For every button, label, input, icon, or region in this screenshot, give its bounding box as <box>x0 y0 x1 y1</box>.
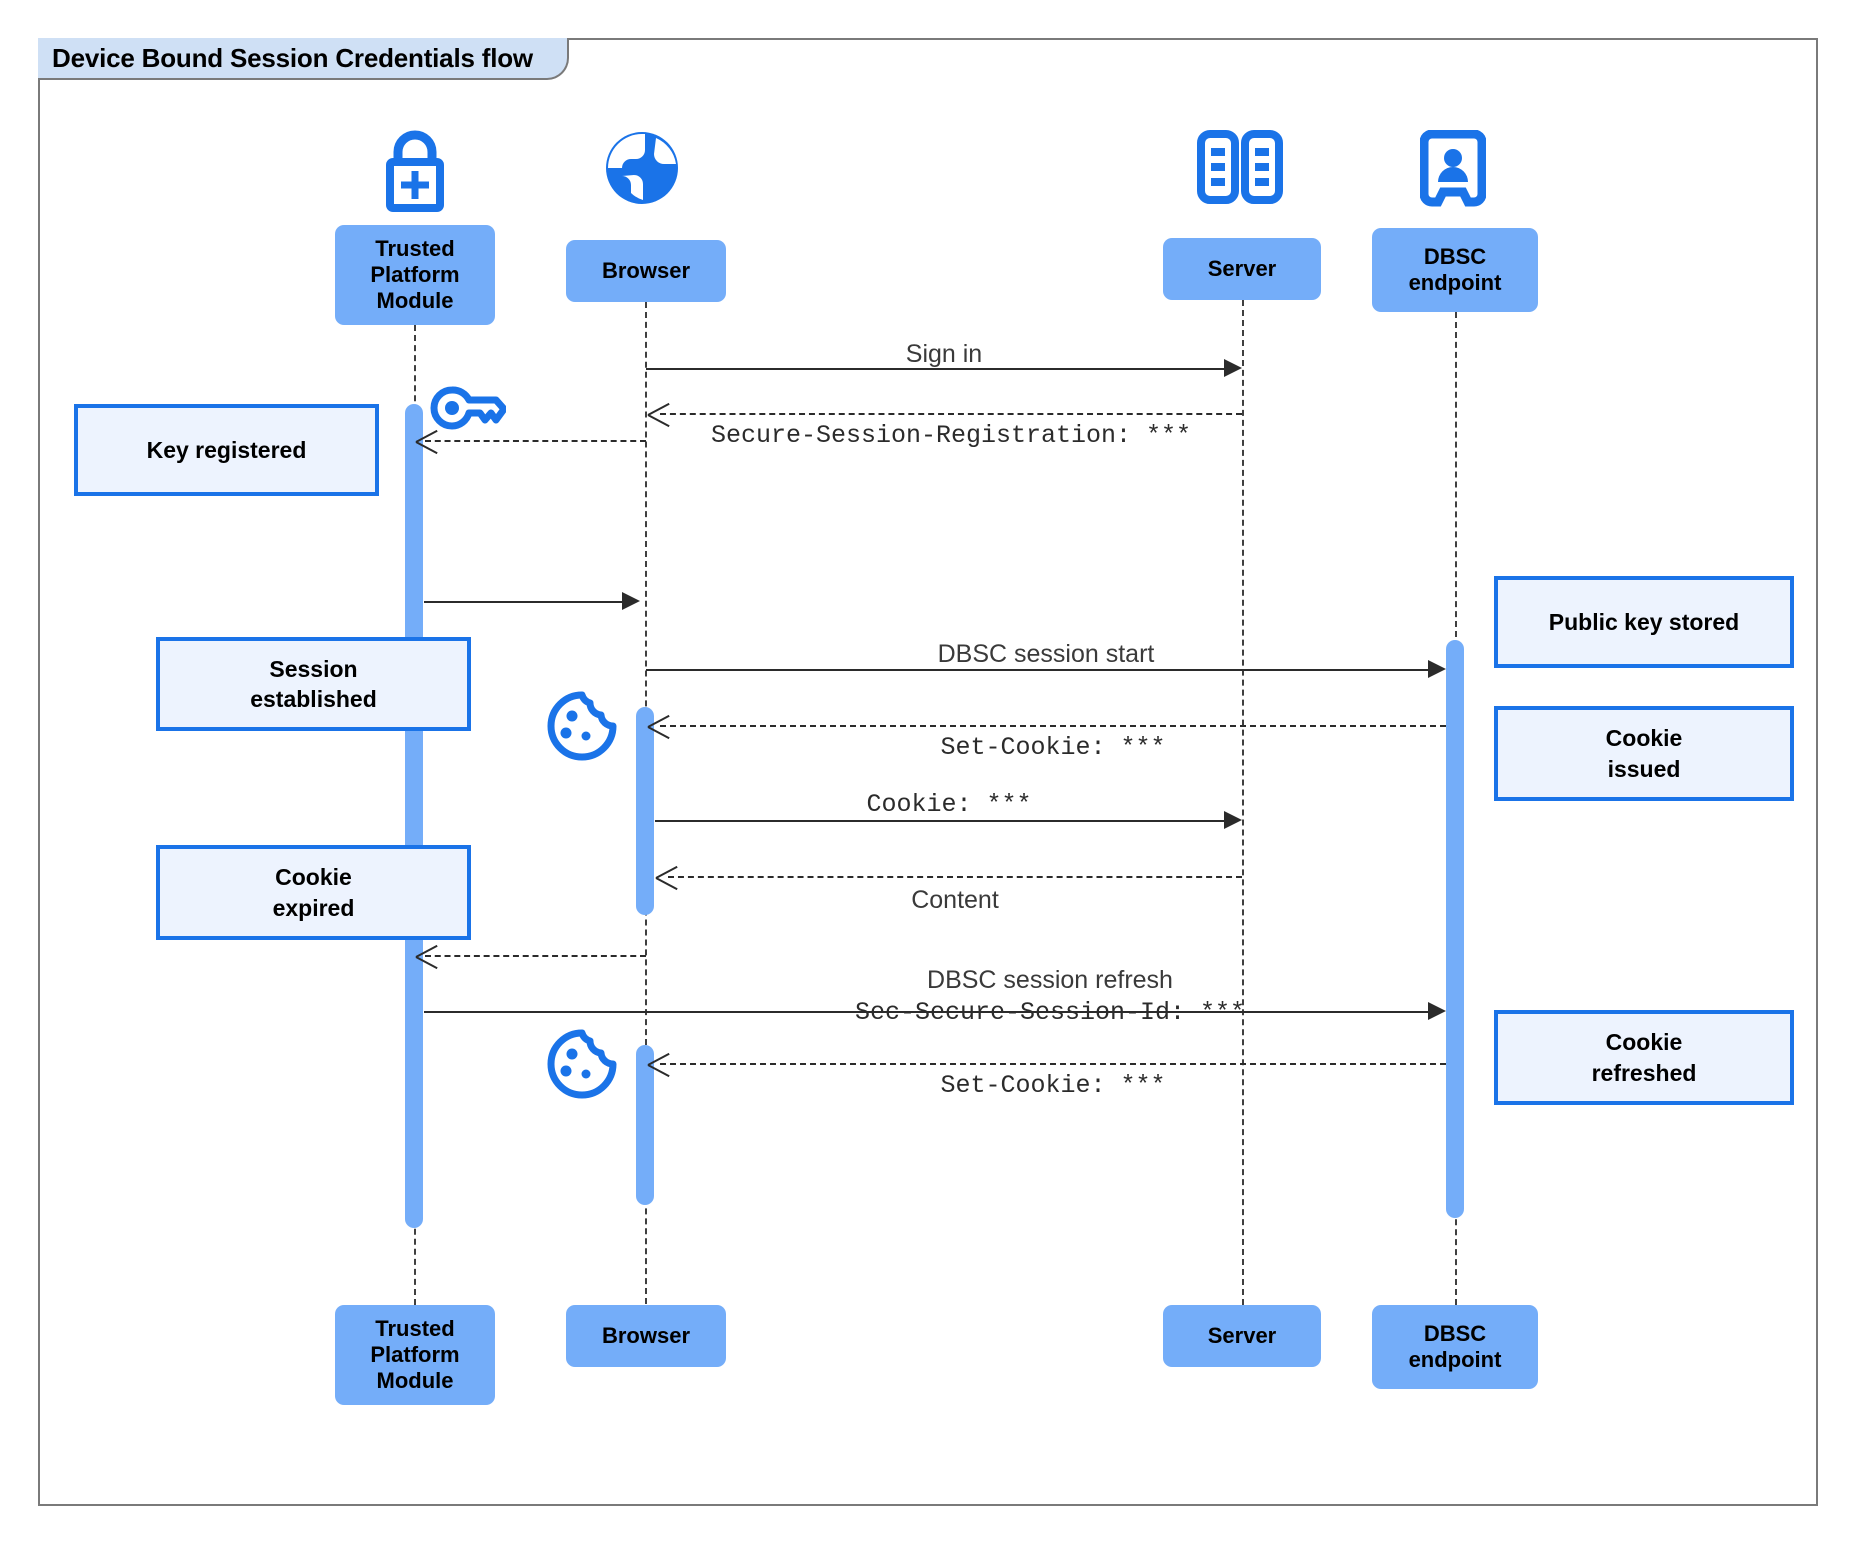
arrowhead-tpm-to-browser <box>622 592 640 610</box>
note-text: Cookie expired <box>272 864 355 921</box>
message-label-dbsc-session-start: DBSC session start <box>937 640 1155 668</box>
message-line-browser-to-tpm <box>425 955 646 957</box>
note-text: Key registered <box>146 436 307 463</box>
cookie-icon <box>546 1028 618 1100</box>
diagram-title: Device Bound Session Credentials flow <box>38 38 569 80</box>
arrowhead-dbsc-session-start <box>1428 660 1446 678</box>
message-label-sign-in: Sign in <box>905 340 983 368</box>
lock-plus-icon <box>368 128 462 212</box>
participant-head-browser[interactable]: Browser <box>566 240 726 302</box>
participant-foot-server[interactable]: Server <box>1163 1305 1321 1367</box>
message-line-sign-in <box>646 368 1226 370</box>
message-label-cookie: Cookie: *** <box>866 790 1032 819</box>
arrowhead-sign-in <box>1224 359 1242 377</box>
diagram-frame <box>38 38 1818 1506</box>
message-line-set-cookie-2 <box>660 1063 1446 1065</box>
note-session-established: Session established <box>156 637 471 731</box>
note-text: Cookie issued <box>1605 725 1683 782</box>
message-line-secure-session-registration <box>660 413 1242 415</box>
note-public-key-stored: Public key stored <box>1494 576 1794 668</box>
participant-label: Browser <box>601 258 691 284</box>
activation-dbsc <box>1446 640 1464 1218</box>
message-label-set-cookie-2: Set-Cookie: *** <box>940 1071 1166 1100</box>
participant-head-server[interactable]: Server <box>1163 238 1321 300</box>
note-key-registered: Key registered <box>74 404 379 496</box>
message-line-dbsc-session-refresh <box>424 1011 1434 1013</box>
message-line-set-cookie-1 <box>660 725 1446 727</box>
activation-browser-1 <box>636 707 654 915</box>
participant-head-tpm[interactable]: Trusted Platform Module <box>335 225 495 325</box>
note-text: Cookie refreshed <box>1591 1029 1697 1086</box>
globe-icon <box>600 128 684 208</box>
activation-tpm <box>405 404 423 1228</box>
arrowhead-content <box>656 866 678 888</box>
message-line-content <box>668 876 1242 878</box>
message-label-dbsc-session-refresh: DBSC session refresh <box>927 966 1173 994</box>
participant-head-dbsc[interactable]: DBSC endpoint <box>1372 228 1538 312</box>
participant-label: DBSC endpoint <box>1408 244 1502 295</box>
participant-label: Trusted Platform Module <box>370 236 460 313</box>
message-line-tpm-to-browser <box>424 601 636 603</box>
activation-browser-2 <box>636 1045 654 1205</box>
key-icon <box>430 385 508 431</box>
message-line-to-tpm-key <box>425 440 646 442</box>
note-text: Public key stored <box>1548 608 1740 635</box>
participant-label: Browser <box>601 1323 691 1349</box>
message-label-content: Content <box>911 886 999 914</box>
message-line-cookie <box>655 820 1225 822</box>
cookie-icon <box>546 690 618 762</box>
id-badge-icon <box>1419 129 1487 208</box>
participant-foot-tpm[interactable]: Trusted Platform Module <box>335 1305 495 1405</box>
lifeline-server <box>1242 300 1244 1305</box>
note-text: Session established <box>250 655 377 712</box>
note-cookie-expired: Cookie expired <box>156 845 471 940</box>
note-cookie-issued: Cookie issued <box>1494 706 1794 801</box>
participant-label: Trusted Platform Module <box>370 1316 460 1393</box>
note-cookie-refreshed: Cookie refreshed <box>1494 1010 1794 1105</box>
participant-foot-browser[interactable]: Browser <box>566 1305 726 1367</box>
arrowhead-to-tpm-key <box>416 430 438 452</box>
participant-label: Server <box>1207 256 1277 282</box>
participant-label: Server <box>1207 1323 1277 1349</box>
message-label-set-cookie-1: Set-Cookie: *** <box>940 733 1166 762</box>
arrowhead-cookie <box>1224 811 1242 829</box>
participant-foot-dbsc[interactable]: DBSC endpoint <box>1372 1305 1538 1389</box>
server-rack-icon <box>1196 130 1284 204</box>
arrowhead-dbsc-session-refresh <box>1428 1002 1446 1020</box>
message-line-dbsc-session-start <box>646 669 1430 671</box>
message-label-secure-session-registration: Secure-Session-Registration: *** <box>710 421 1192 450</box>
arrowhead-browser-to-tpm <box>416 945 438 967</box>
participant-label: DBSC endpoint <box>1408 1321 1502 1372</box>
